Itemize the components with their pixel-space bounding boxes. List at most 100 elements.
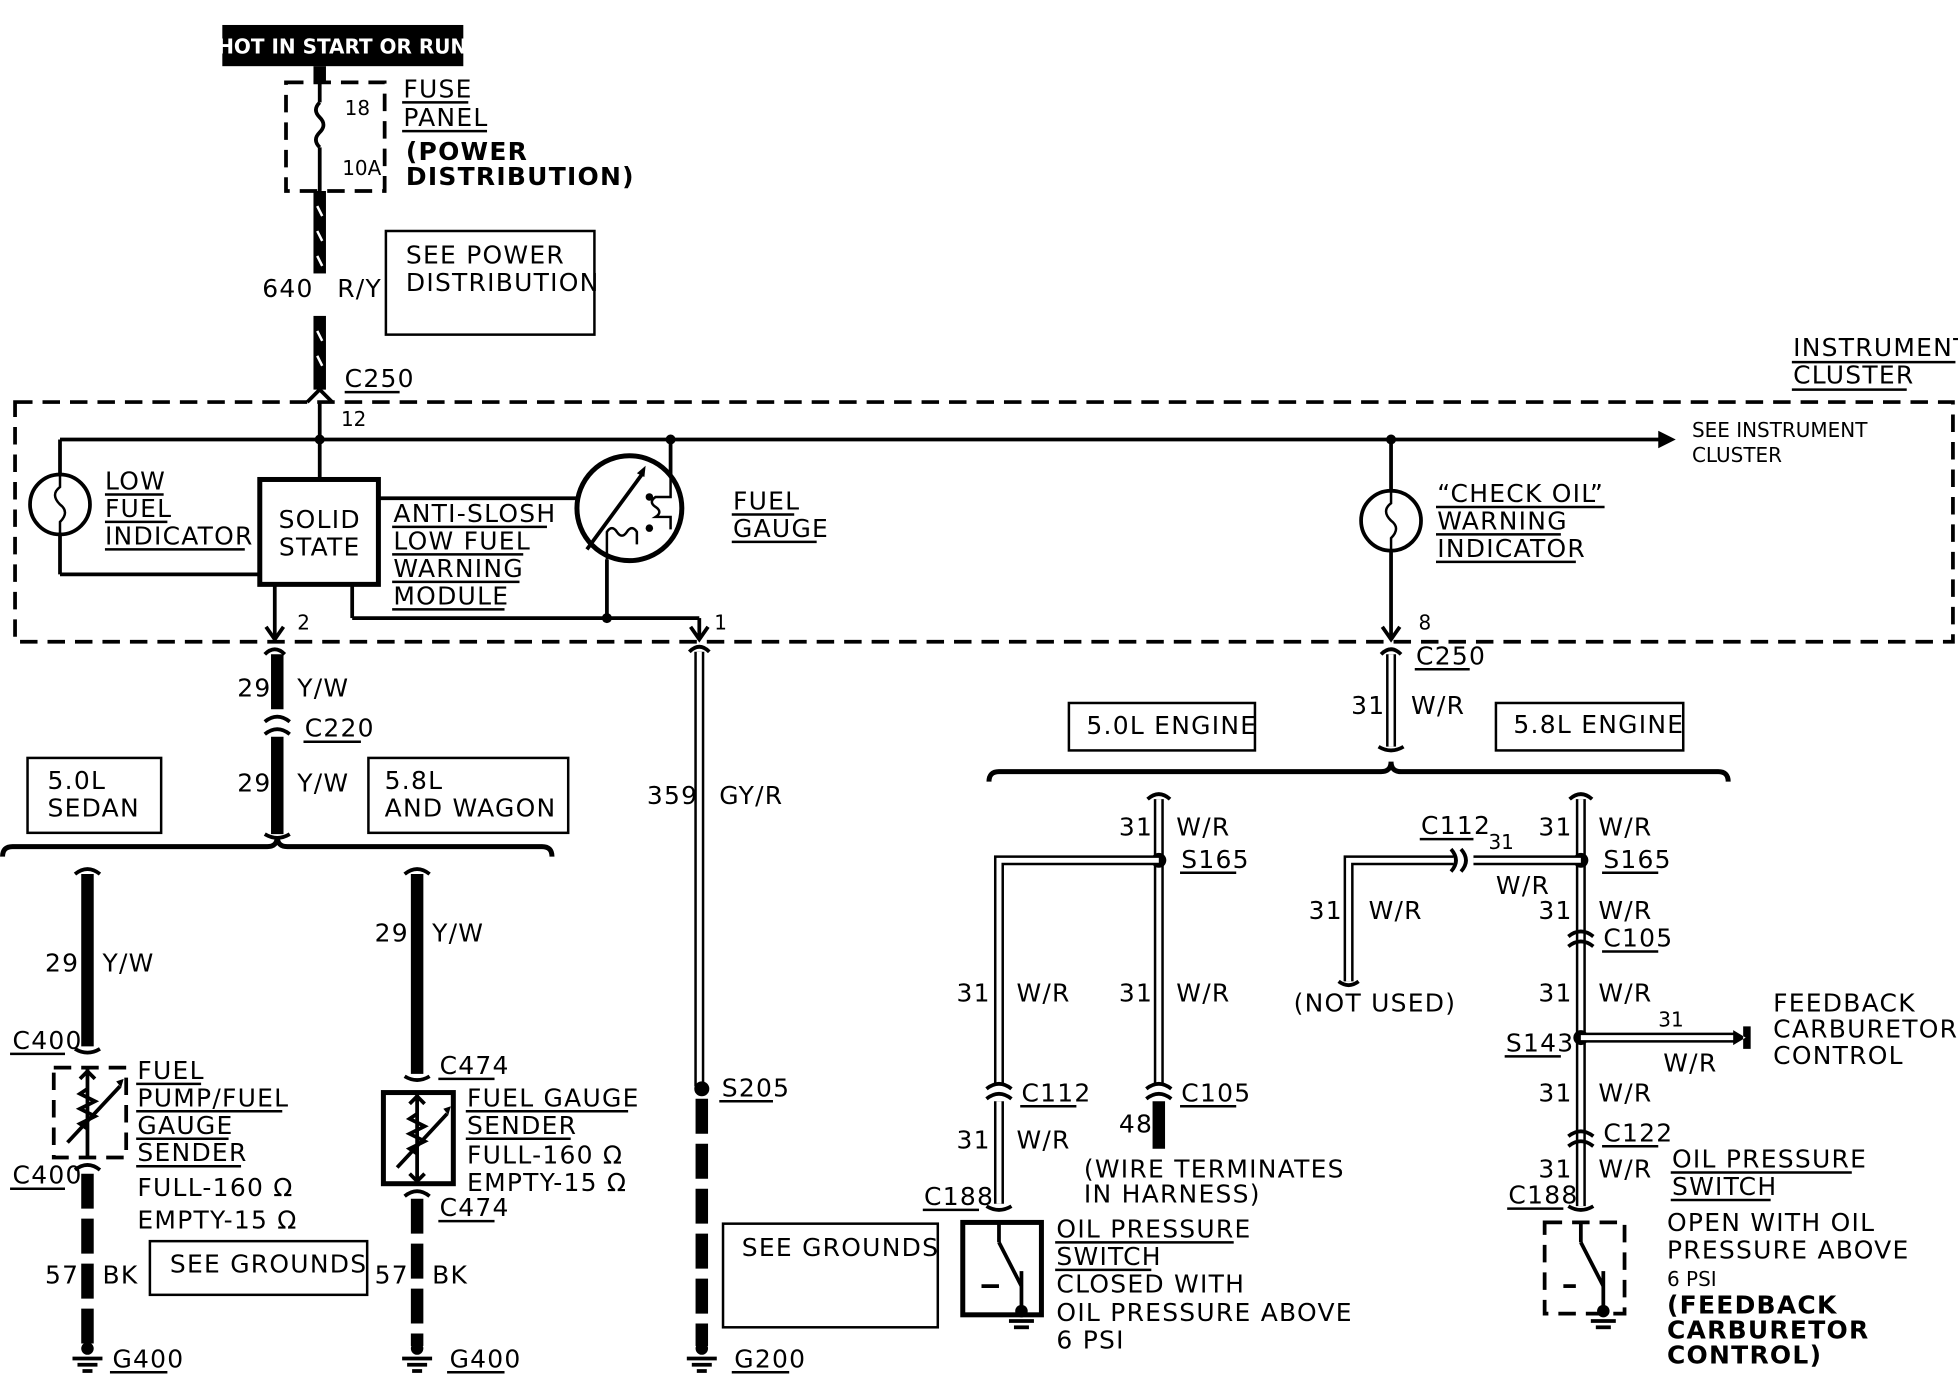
diagram-label: Y/W [296, 769, 349, 798]
diagram-label: 31 [1488, 830, 1513, 854]
diagram-label: 18 [345, 96, 370, 120]
diagram-label: DISTRIBUTION) [406, 162, 635, 191]
diagram-label: 31 [1309, 896, 1343, 925]
diagram-label: CARBURETOR [1667, 1316, 1869, 1345]
diagram-label: GAUGE [137, 1111, 233, 1140]
diagram-label: W/R [1176, 812, 1230, 841]
diagram-label: EMPTY-15 Ω [467, 1168, 627, 1197]
diagram-label: SENDER [137, 1138, 247, 1167]
see-grounds-box-left: SEE GROUNDS [148, 1239, 369, 1297]
splice-dot [694, 1081, 710, 1097]
diagram-label: 12 [341, 407, 366, 431]
solid-state-module: SOLID STATE ANTI-SLOSH LOW FUEL WARNING … [257, 476, 555, 611]
diagram-label: OIL PRESSURE [1056, 1214, 1251, 1243]
diagram-label: IN HARNESS) [1084, 1179, 1261, 1208]
fuel-gauge: FUEL GAUGE [574, 439, 828, 624]
diagram-label: INSTRUMENT [1793, 333, 1958, 362]
wagon-box: 5.8L AND WAGON [367, 756, 570, 835]
diagram-label: 6 PSI [1667, 1267, 1717, 1291]
diagram-label: W/R [1016, 1126, 1070, 1155]
ground-icon [402, 1342, 433, 1373]
diagram-label: 29 [237, 769, 271, 798]
variable-resistor-icon [405, 1112, 429, 1156]
diagram-label: 359 [647, 781, 698, 810]
diagram-label: 1 [714, 610, 727, 634]
diagram-label: WARNING [1437, 506, 1568, 535]
fuel-pump-sender-left [51, 1065, 129, 1160]
diagram-label: SWITCH [1056, 1242, 1161, 1271]
see-grounds-box-center: SEE GROUNDS [721, 1222, 940, 1329]
diagram-label: OIL PRESSURE ABOVE [1056, 1298, 1352, 1327]
diagram-label: FUEL [105, 494, 172, 523]
diagram-label: SEE INSTRUMENT [1692, 418, 1868, 442]
diagram-label: 5.0L ENGINE [1086, 711, 1257, 740]
diagram-label: WARNING [393, 554, 524, 583]
diagram-label: SEE GROUNDS [742, 1233, 939, 1262]
diagram-label: CONTROL) [1667, 1341, 1822, 1370]
diagram-label: Y/W [296, 674, 349, 703]
diagram-label: FUSE [403, 74, 472, 103]
diagram-label: SEE GROUNDS [170, 1249, 367, 1278]
diagram-label: G400 [112, 1344, 184, 1373]
diagram-label: OIL PRESSURE [1672, 1144, 1867, 1173]
arrow-right-icon [1658, 430, 1676, 449]
variable-resistor-icon [75, 1087, 100, 1131]
diagram-label: C474 [440, 1193, 510, 1222]
diagram-label: AND WAGON [385, 794, 557, 823]
c220-connector [263, 714, 291, 724]
diagram-label: (NOT USED) [1294, 988, 1457, 1017]
diagram-label: W/R [1411, 691, 1465, 720]
splice-bracket-right [986, 761, 1731, 782]
diagram-label: C400 [13, 1026, 83, 1055]
diagram-label: 31 [1119, 978, 1153, 1007]
sedan-box: 5.0L SEDAN [26, 756, 163, 835]
diagram-label: MODULE [393, 581, 509, 610]
diagram-label: W/R [1369, 896, 1423, 925]
diagram-label: W/R [1598, 1154, 1652, 1183]
diagram-label: 29 [45, 948, 79, 977]
diagram-label: (WIRE TERMINATES [1084, 1154, 1345, 1183]
diagram-label: 31 [1351, 691, 1385, 720]
diagram-label: FUEL GAUGE [467, 1083, 640, 1112]
diagram-label: C105 [1603, 923, 1673, 952]
diagram-label: W/R [1598, 896, 1652, 925]
fuel-gauge-sender-right [380, 1090, 456, 1187]
instrument-cluster-boundary [13, 400, 1955, 644]
diagram-label: S205 [722, 1073, 791, 1102]
diagram-label: W/R [1016, 978, 1070, 1007]
diagram-label: 31 [957, 1126, 991, 1155]
diagram-label: R/Y [337, 274, 382, 303]
diagram-label: G200 [734, 1344, 806, 1373]
switch-icon [1579, 1241, 1605, 1287]
diagram-label: CONTROL [1773, 1041, 1904, 1070]
hot-in-start-label-group: HOT IN START OR RUN [217, 24, 467, 67]
diagram-label: W/R [1598, 1078, 1652, 1107]
diagram-label: INDICATOR [105, 521, 254, 550]
diagram-label: 31 [1658, 1007, 1683, 1031]
diagram-label: BK [432, 1261, 468, 1290]
diagram-label: (FEEDBACK [1667, 1291, 1838, 1320]
diagram-label: C112 [1021, 1078, 1091, 1107]
diagram-label: 31 [1538, 896, 1572, 925]
diagram-label: CLUSTER [1692, 443, 1782, 467]
engine-58-box: 5.8L ENGINE [1494, 701, 1685, 752]
diagram-label: GY/R [719, 781, 783, 810]
low-fuel-indicator: LOW FUEL INDICATOR [28, 439, 260, 577]
oil-pressure-switch-left [960, 1219, 1044, 1330]
diagram-label: Y/W [101, 948, 154, 977]
diagram-label: FUEL [733, 486, 800, 515]
ground-icon [686, 1342, 717, 1373]
diagram-label: 48 [1119, 1110, 1153, 1139]
diagram-label: LOW FUEL [393, 526, 531, 555]
diagram-label: (POWER [406, 137, 528, 166]
diagram-label: 57 [375, 1261, 409, 1290]
diagram-label: C250 [345, 364, 415, 393]
diagram-label: 31 [1538, 812, 1572, 841]
diagram-label: 5.8L ENGINE [1513, 710, 1684, 739]
diagram-label: EMPTY-15 Ω [137, 1206, 297, 1235]
oil-pressure-switch-right [1542, 1220, 1627, 1330]
diagram-label: C474 [440, 1051, 510, 1080]
c112-connector [1449, 847, 1458, 873]
diagram-label: INDICATOR [1437, 534, 1586, 563]
